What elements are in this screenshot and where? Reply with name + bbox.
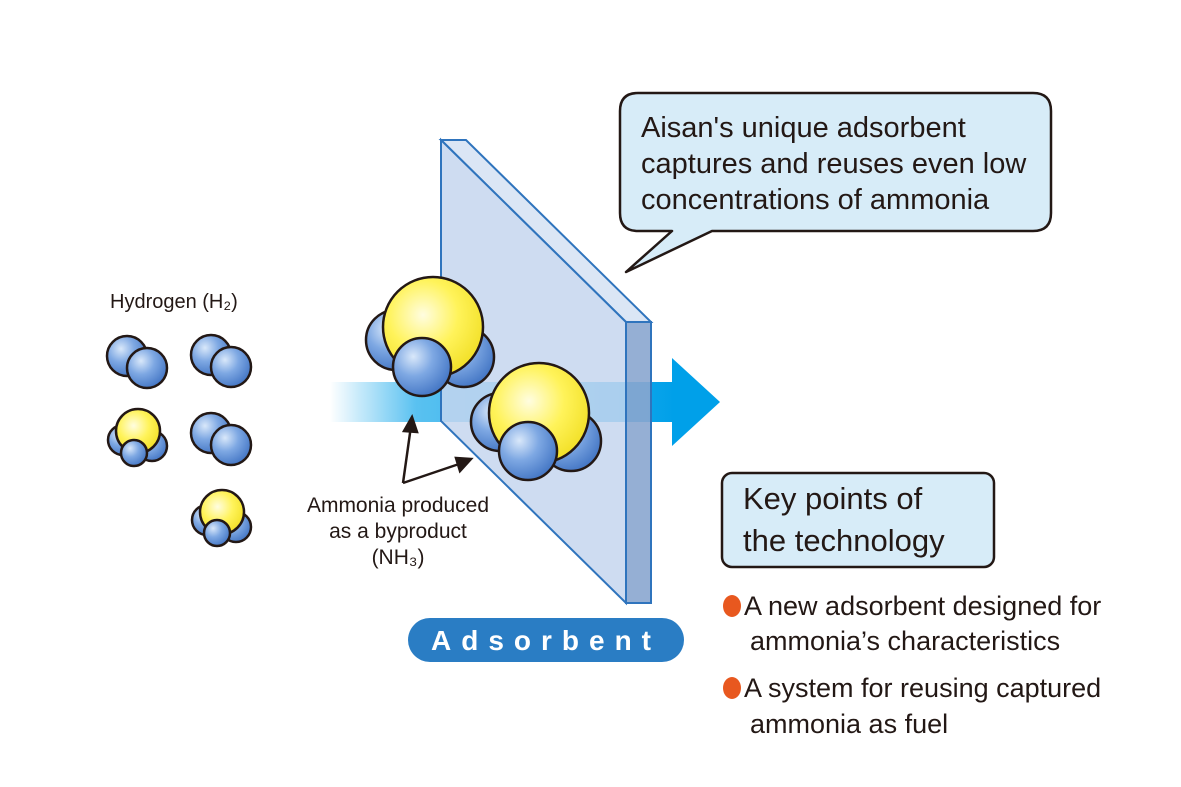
pointer-arrows xyxy=(401,413,474,485)
hydrogen-molecule xyxy=(189,333,253,389)
ammonia-molecule-small xyxy=(190,488,253,548)
key-point-item: A new adsorbent designed for ammonia’s c… xyxy=(723,591,1101,656)
ammonia-label-line-3: (NH₃) xyxy=(372,546,425,569)
key-point-1-line-1: A new adsorbent designed for xyxy=(744,591,1101,621)
adsorbent-label: Adsorbent xyxy=(431,625,661,656)
bullet-icon xyxy=(723,677,741,699)
hydrogen-molecule xyxy=(105,334,169,390)
key-points-title-line-2: the technology xyxy=(743,523,945,558)
hydrogen-molecule xyxy=(189,411,253,467)
key-point-1-line-2: ammonia’s characteristics xyxy=(750,626,1060,656)
callout-line-2: captures and reuses even low xyxy=(641,148,1027,180)
ammonia-label-line-2: as a byproduct xyxy=(329,520,467,543)
callout-bubble: Aisan's unique adsorbent captures and re… xyxy=(618,91,1053,274)
ammonia-molecule-small xyxy=(106,407,169,468)
ammonia-molecule-large xyxy=(469,361,603,482)
adsorbent-badge: Adsorbent xyxy=(408,618,684,662)
key-point-2-line-2: ammonia as fuel xyxy=(750,709,948,739)
key-points-box: Key points of the technology xyxy=(720,471,996,569)
ammonia-label-line-1: Ammonia produced xyxy=(307,494,489,517)
bullet-icon xyxy=(723,595,741,617)
key-point-2-line-1: A system for reusing captured xyxy=(744,673,1101,703)
callout-line-1: Aisan's unique adsorbent xyxy=(641,112,966,144)
callout-line-3: concentrations of ammonia xyxy=(641,184,990,216)
hydrogen-label: Hydrogen (H₂) xyxy=(110,291,238,313)
key-point-item: A system for reusing captured ammonia as… xyxy=(723,673,1101,739)
ammonia-molecule-large xyxy=(364,275,496,398)
key-points-title-line-1: Key points of xyxy=(743,481,923,516)
